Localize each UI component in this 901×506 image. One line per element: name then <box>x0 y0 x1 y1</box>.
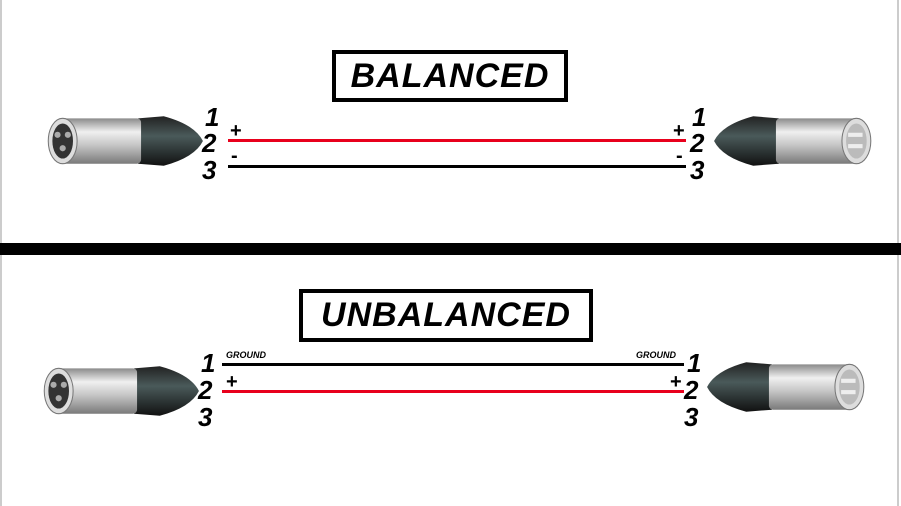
pin-1-right: 1 <box>692 102 707 132</box>
pin-1-right: 1 <box>687 348 702 378</box>
signal-wire-hot <box>222 390 684 393</box>
signal-wire-hot <box>228 139 686 142</box>
section-divider <box>0 243 901 255</box>
pin-2-right: 2 <box>684 375 699 405</box>
pin-3-left: 3 <box>202 155 217 185</box>
xlr-female-connector-icon <box>40 110 205 172</box>
ground-label-left: GROUND <box>226 350 266 360</box>
plus-sign-left: + <box>226 371 238 393</box>
pin-1-left: 1 <box>205 102 220 132</box>
xlr-female-connector-icon <box>36 360 201 422</box>
pin-2-left: 2 <box>202 128 217 158</box>
unbalanced-title: UNBALANCED <box>299 289 593 342</box>
pin-3-right: 3 <box>690 155 705 185</box>
minus-sign-right: - <box>676 145 683 167</box>
pin-1-left: 1 <box>201 348 216 378</box>
plus-sign-right: + <box>673 120 685 142</box>
pin-3-left: 3 <box>198 402 213 432</box>
minus-sign-left: - <box>231 145 238 167</box>
signal-wire-cold <box>228 165 686 168</box>
plus-sign-left: + <box>230 120 242 142</box>
pin-3-right: 3 <box>684 402 699 432</box>
balanced-title: BALANCED <box>332 50 568 102</box>
ground-label-right: GROUND <box>636 350 676 360</box>
xlr-male-connector-icon <box>705 356 870 418</box>
ground-wire <box>222 363 684 366</box>
pin-2-left: 2 <box>198 375 213 405</box>
xlr-male-connector-icon <box>712 110 877 172</box>
plus-sign-right: + <box>670 371 682 393</box>
pin-2-right: 2 <box>690 128 705 158</box>
